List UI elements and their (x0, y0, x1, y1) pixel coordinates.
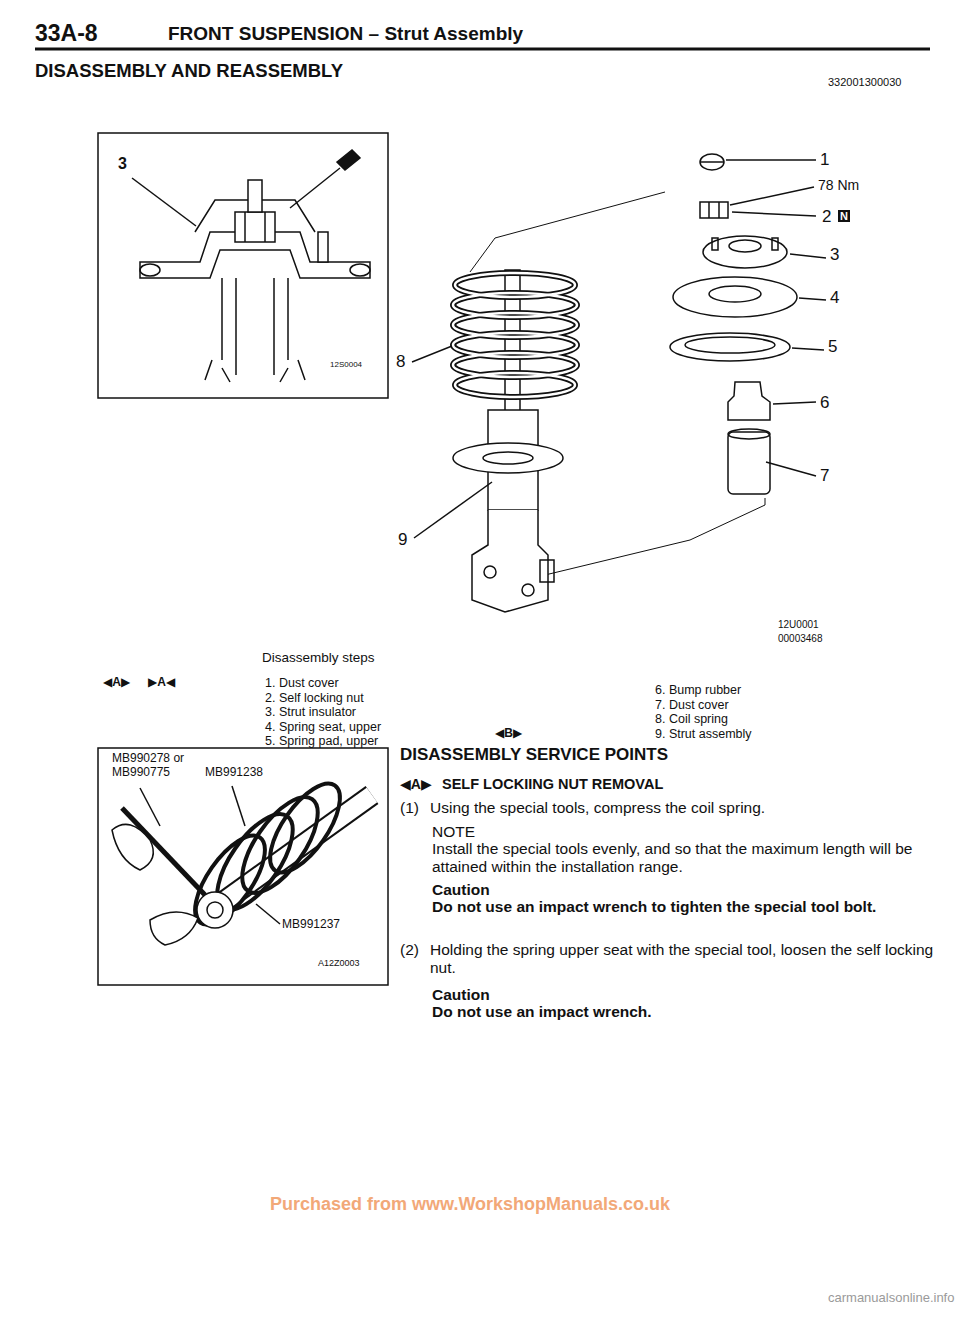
inset-frame (98, 748, 388, 985)
step-item: 3. Strut insulator (265, 705, 356, 719)
service-marker: ◀A▶ (400, 776, 432, 792)
torque-value: 78 Nm (818, 177, 859, 193)
note-heading: NOTE (432, 823, 475, 841)
watermark: carmanualsonline.info (828, 1291, 954, 1306)
figure-code: 12S0004 (330, 360, 362, 369)
step-item: 6. Bump rubber (655, 683, 741, 697)
caution-heading: Caution (432, 881, 490, 899)
exploded-view (412, 154, 826, 612)
callout-number: 1 (820, 150, 829, 170)
replace-symbol: N (838, 210, 850, 222)
callout-number: 3 (118, 155, 127, 173)
service-marker: ◀A▶ (103, 676, 130, 690)
callout-number: 2 (822, 207, 831, 227)
header-rule (35, 48, 930, 51)
document-code: 332001300030 (828, 76, 901, 89)
step-item: 8. Coil spring (655, 712, 728, 726)
step-number: (1) (400, 799, 419, 817)
procedure-heading: SELF LOCKIING NUT REMOVAL (442, 776, 663, 793)
callout-number: 4 (830, 288, 839, 308)
watermark: Purchased from www.WorkshopManuals.co.uk (270, 1194, 670, 1215)
procedure-text: Using the special tools, compress the co… (430, 799, 935, 817)
caution-text: Do not use an impact wrench to tighten t… (432, 898, 937, 916)
step-item: 1. Dust cover (265, 676, 339, 690)
callout-number: 7 (820, 466, 829, 486)
caution-heading: Caution (432, 986, 490, 1004)
inset-frame (98, 133, 388, 398)
section-heading: DISASSEMBLY SERVICE POINTS (400, 745, 668, 765)
tool-number: MB991237 (282, 918, 340, 932)
top-mount-section (132, 150, 370, 382)
step-item: 7. Dust cover (655, 698, 729, 712)
tool-number: MB990278 or MB990775 (112, 752, 217, 780)
callout-number: 5 (828, 337, 837, 357)
page-number: 33A-8 (35, 20, 98, 46)
caution-text: Do not use an impact wrench. (432, 1003, 937, 1021)
section-header: FRONT SUSPENSION – Strut Assembly (168, 23, 523, 45)
service-marker: ◀B▶ (495, 727, 522, 741)
callout-number: 9 (398, 530, 407, 550)
callout-number: 6 (820, 393, 829, 413)
figure-code: 12U0001 (778, 619, 819, 631)
figure-code: A12Z0003 (318, 958, 360, 968)
procedure-text: Holding the spring upper seat with the s… (430, 941, 935, 977)
step-item: 2. Self locking nut (265, 691, 364, 705)
note-text: Install the special tools evenly, and so… (432, 840, 937, 876)
spring-compressor-view (112, 773, 372, 945)
list-heading: Disassembly steps (262, 650, 375, 666)
callout-number: 8 (396, 352, 405, 372)
tool-number: MB991238 (205, 766, 263, 780)
page-title: DISASSEMBLY AND REASSEMBLY (35, 60, 343, 81)
step-item: 5. Spring pad, upper (265, 734, 378, 748)
step-item: 9. Strut assembly (655, 727, 752, 741)
step-item: 4. Spring seat, upper (265, 720, 381, 734)
step-number: (2) (400, 941, 419, 959)
service-marker: ▶A◀ (148, 676, 175, 690)
figure-code: 00003468 (778, 633, 823, 645)
callout-number: 3 (830, 245, 839, 265)
